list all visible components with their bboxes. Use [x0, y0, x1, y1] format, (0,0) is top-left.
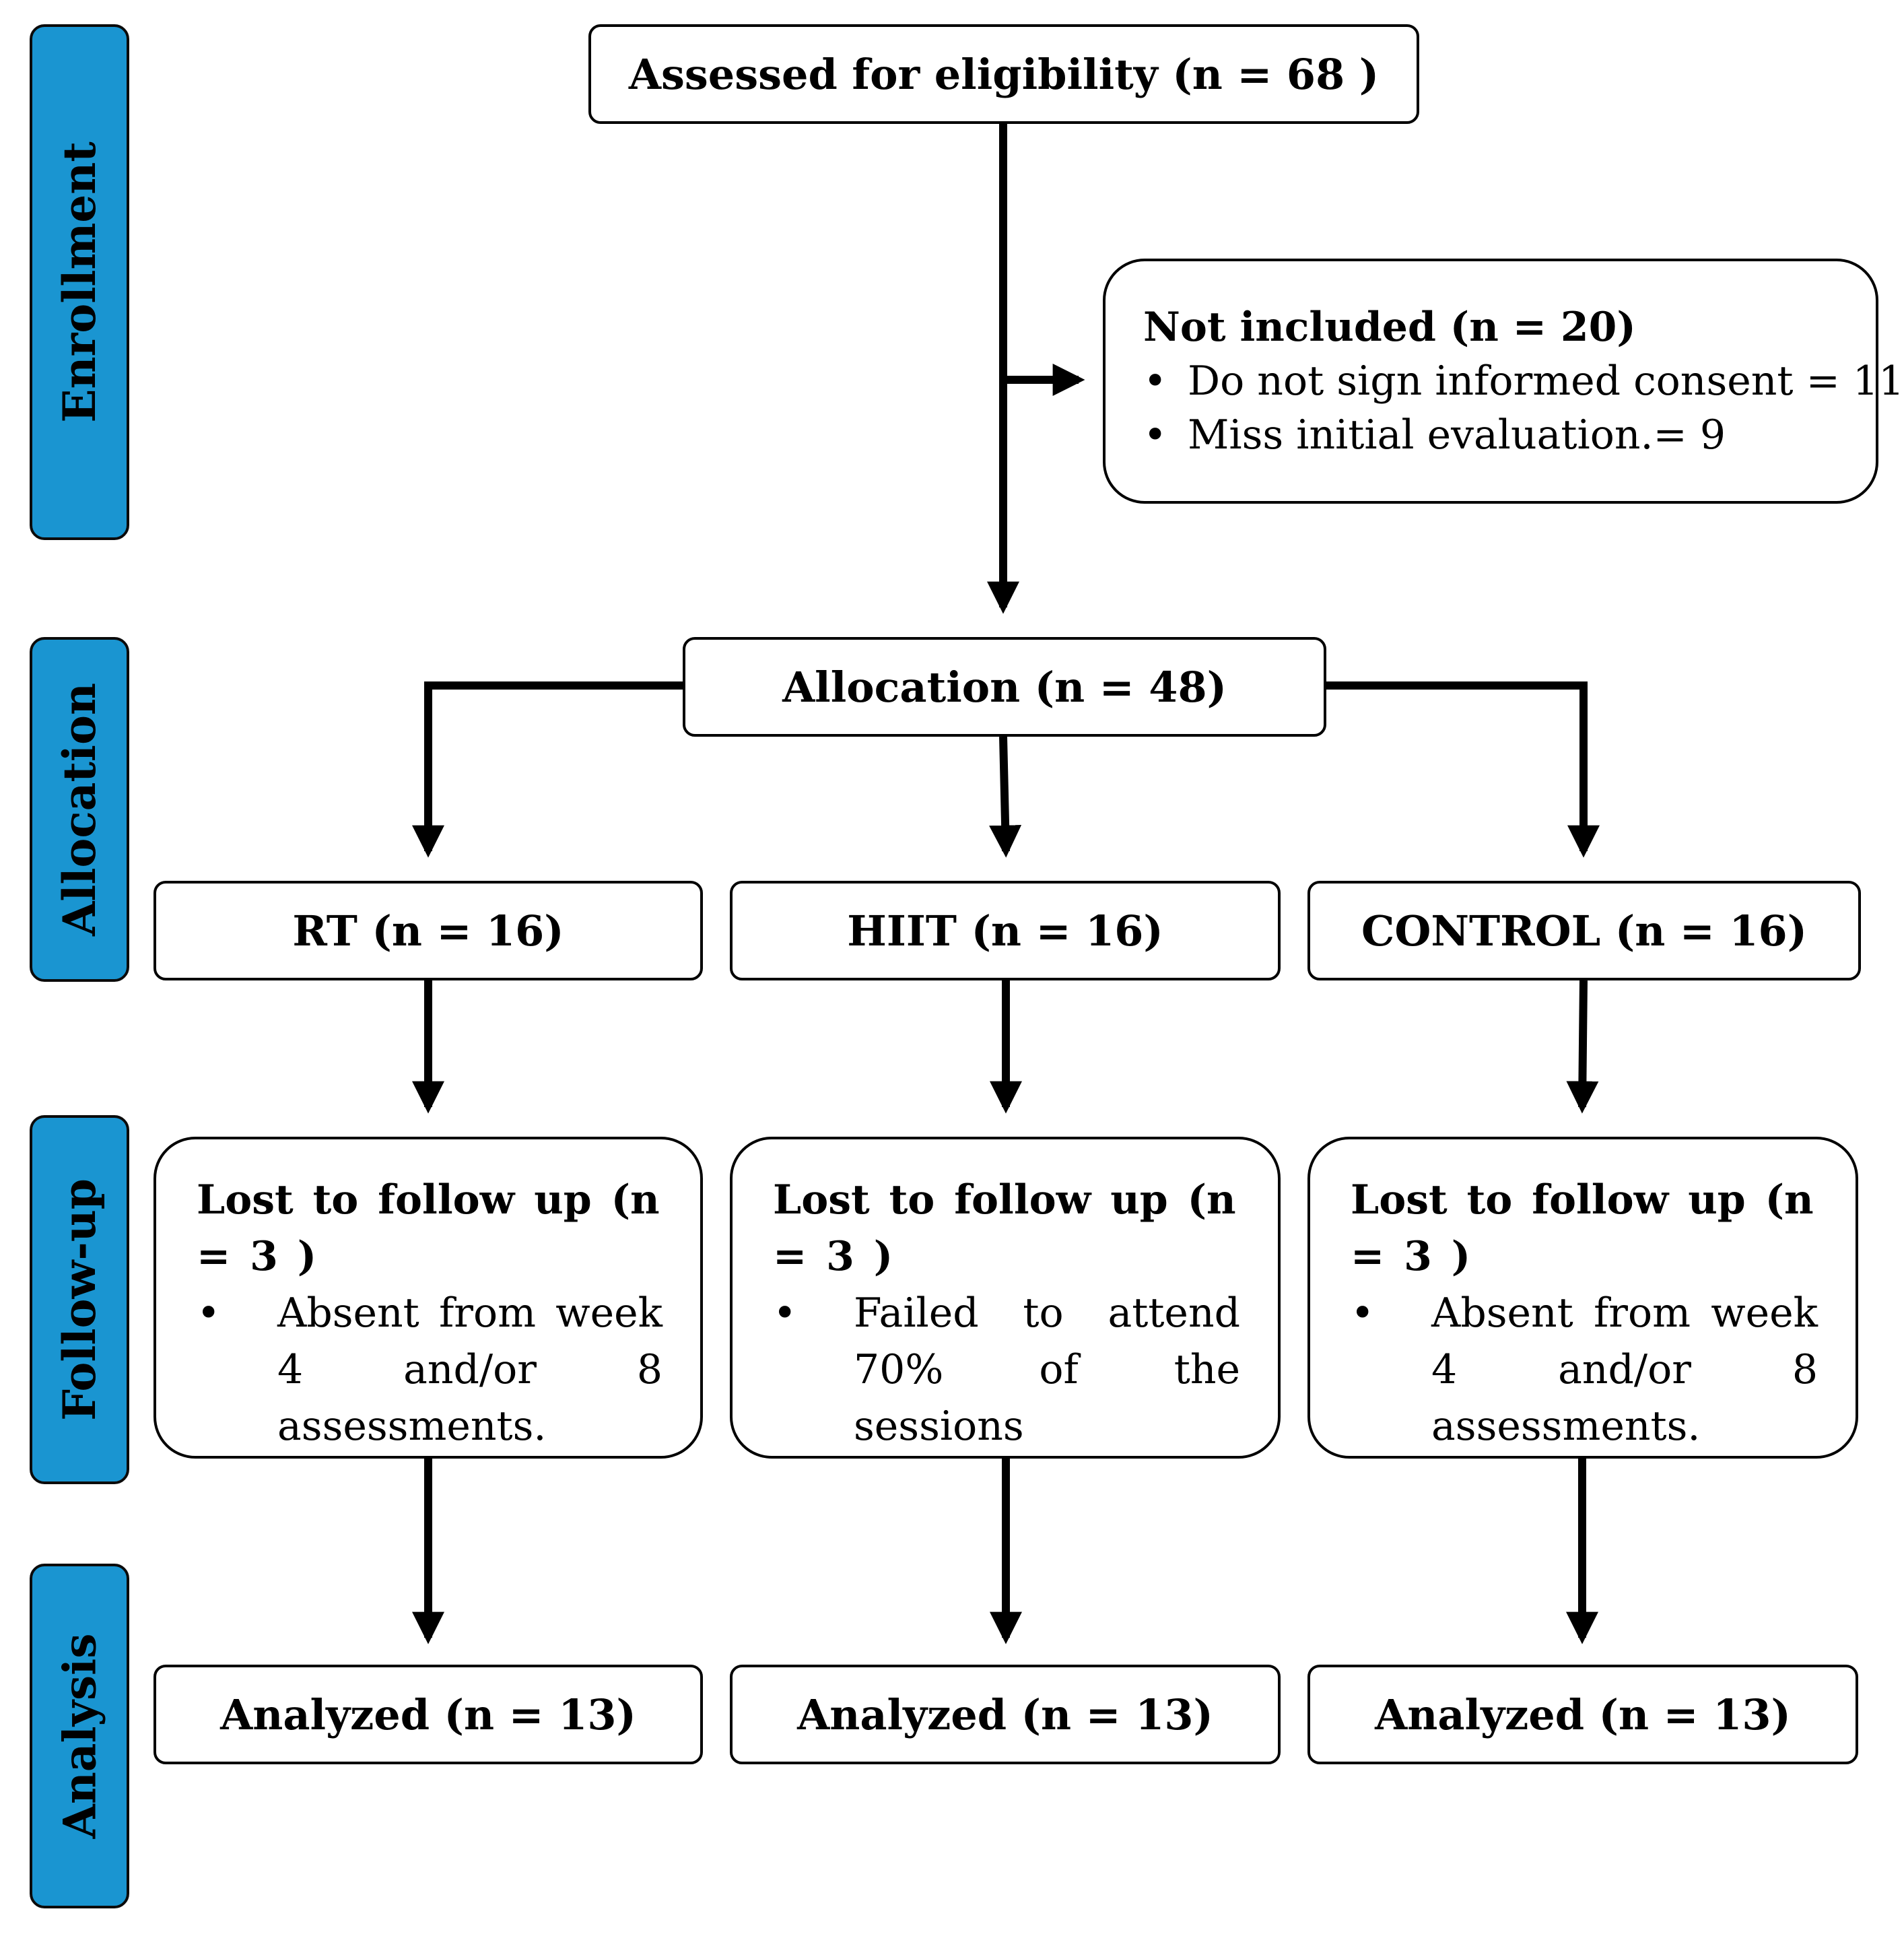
not-included-item: • Miss initial evaluation.= 9: [1143, 408, 1849, 462]
lost-item: • Failed to attend 70% of the sessions: [773, 1285, 1240, 1455]
lost-box-rt: Lost to follow up (n = 3 ) • Absent from…: [154, 1137, 703, 1459]
group-label: RT (n = 16): [292, 906, 564, 956]
assessed-box: Assessed for eligibility (n = 68 ): [588, 24, 1419, 124]
assessed-label: Assessed for eligibility (n = 68 ): [628, 49, 1380, 99]
lost-box-hiit: Lost to follow up (n = 3 ) • Failed to a…: [730, 1137, 1281, 1459]
phase-allocation: Allocation: [30, 637, 129, 982]
bullet: •: [1143, 411, 1167, 459]
lost-box-control: Lost to follow up (n = 3 ) • Absent from…: [1307, 1137, 1858, 1459]
group-label: HIIT (n = 16): [847, 906, 1163, 956]
analyzed-label: Analyzed (n = 13): [797, 1690, 1213, 1739]
analyzed-label: Analyzed (n = 13): [1375, 1690, 1791, 1739]
lost-item: • Absent from week 4 and/or 8 assessment…: [1351, 1285, 1818, 1455]
lost-item: • Absent from week 4 and/or 8 assessment…: [197, 1285, 662, 1455]
phase-analysis: Analysis: [30, 1564, 129, 1908]
analyzed-box-control: Analyzed (n = 13): [1307, 1665, 1858, 1764]
analyzed-box-hiit: Analyzed (n = 13): [730, 1665, 1281, 1764]
lost-item-text: Absent from week 4 and/or 8 assessments.: [1431, 1290, 1818, 1450]
not-included-box: Not included (n = 20) • Do not sign info…: [1103, 259, 1904, 504]
not-included-item: • Do not sign informed consent = 11: [1143, 354, 1904, 408]
phase-followup-label: Follow-up: [53, 1178, 106, 1421]
arrow-control-to-lost: [1566, 980, 1599, 1114]
allocation-label: Allocation (n = 48): [782, 662, 1227, 712]
lost-title: Lost to follow up (n = 3 ): [197, 1176, 660, 1280]
bullet: •: [773, 1290, 797, 1337]
lost-title: Lost to follow up (n = 3 ): [773, 1176, 1236, 1280]
bullet: •: [1351, 1290, 1375, 1337]
bullet: •: [197, 1290, 221, 1337]
phase-enrollment: Enrollment: [30, 24, 129, 540]
group-box-rt: RT (n = 16): [154, 881, 703, 980]
lost-title: Lost to follow up (n = 3 ): [1351, 1176, 1814, 1280]
group-label: CONTROL (n = 16): [1361, 906, 1808, 956]
phase-allocation-label: Allocation: [53, 683, 106, 936]
arrow-allocation-to-rt: [412, 681, 683, 858]
group-box-control: CONTROL (n = 16): [1307, 881, 1861, 980]
phase-enrollment-label: Enrollment: [53, 141, 106, 423]
lost-item-text: Failed to attend 70% of the sessions: [854, 1290, 1240, 1450]
bullet: •: [1143, 358, 1167, 405]
phase-followup: Follow-up: [30, 1115, 129, 1484]
analyzed-label: Analyzed (n = 13): [220, 1690, 636, 1739]
arrow-allocation-to-hiit: [989, 736, 1022, 858]
not-included-title: Not included (n = 20): [1143, 304, 1636, 351]
lost-item-text: Absent from week 4 and/or 8 assessments.: [277, 1290, 662, 1450]
phase-analysis-label: Analysis: [53, 1633, 106, 1839]
not-included-item-text: Do not sign informed consent = 11: [1188, 358, 1904, 405]
group-box-hiit: HIIT (n = 16): [730, 881, 1281, 980]
arrow-allocation-to-control: [1326, 681, 1600, 858]
analyzed-box-rt: Analyzed (n = 13): [154, 1665, 703, 1764]
not-included-item-text: Miss initial evaluation.= 9: [1188, 411, 1726, 459]
allocation-box: Allocation (n = 48): [683, 637, 1326, 737]
